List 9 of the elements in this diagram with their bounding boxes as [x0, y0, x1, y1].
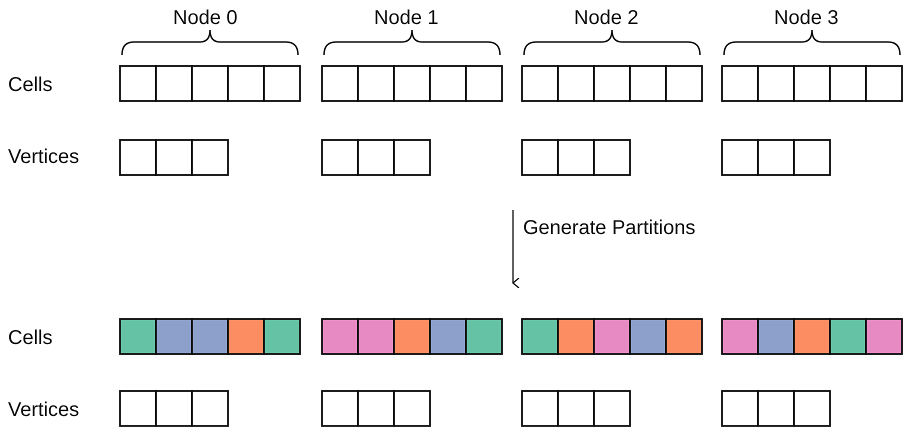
row-label: Vertices: [8, 145, 80, 169]
arrow-label: Generate Partitions: [523, 216, 696, 240]
row-label: Vertices: [8, 398, 80, 422]
node-heading: Node 3: [774, 6, 838, 30]
row-label: Cells: [8, 73, 52, 97]
node-heading: Node 1: [374, 6, 438, 30]
node-heading: Node 2: [574, 6, 638, 30]
node-heading: Node 0: [173, 6, 238, 30]
row-label: Cells: [8, 326, 52, 350]
